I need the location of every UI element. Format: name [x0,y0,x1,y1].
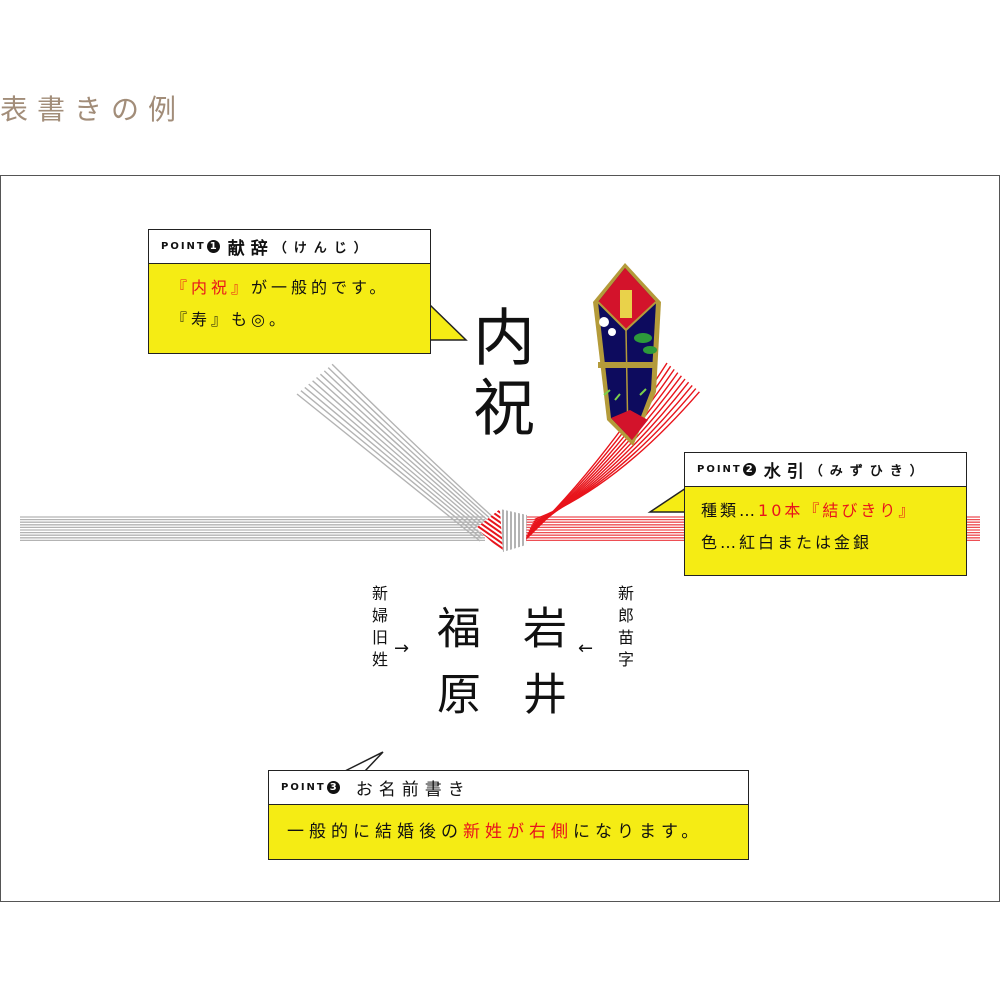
point2-reading: （みずひき） [809,464,930,479]
point-label: POINT [697,464,742,475]
point1-heading: 献辞 [227,239,274,259]
bride-label: 新婦旧姓 [369,585,388,673]
groom-name: 岩井 [515,605,566,737]
point-label: POINT [281,782,326,793]
gray-cord-curve [319,373,490,526]
point3-text-2: になります。 [573,822,704,842]
gray-cord-curve [312,380,487,532]
point2-heading: 水引 [763,462,810,482]
gray-cord-curve [308,383,485,534]
point1-reading: （けんじ） [273,241,374,256]
point3-text: 一般的に結婚後の [287,822,463,842]
point-number-badge: 3 [326,781,340,794]
mizuhiki-curved-cords [296,362,700,542]
arrow-right-icon: → [394,638,410,659]
kenji-text: 内祝 [462,305,535,445]
point1-highlight: 『内祝』 [171,278,252,297]
point1-text: が一般的です。 [251,278,390,297]
gray-cord-curve [304,386,484,537]
gray-cord-curve [300,390,482,539]
page-title: 表書きの例 [0,93,186,126]
bride-name: 福原 [429,605,480,737]
groom-label: 新郎苗字 [615,585,634,673]
gray-cord-curve [327,367,493,521]
point2-callout: POINT 2 水引 （みずひき） 種類…10本『結びきり』 色…紅白または金銀 [684,452,967,576]
point2-text-2: 色…紅白または金銀 [701,533,873,552]
point1-callout: POINT 1 献辞 （けんじ） 『内祝』が一般的です。 『寿』も◎。 [148,229,431,354]
gray-cord-curve [296,393,481,542]
gray-cord-curve [331,363,494,519]
gray-cord-curve [323,370,491,524]
point-label: POINT [161,241,206,252]
point1-header: POINT 1 献辞 （けんじ） [149,230,430,264]
point2-highlight: 10本『結びきり』 [758,501,918,520]
mizuhiki-knot [476,509,527,552]
point2-header: POINT 2 水引 （みずひき） [685,453,966,487]
point3-header: POINT 3 お名前書き [269,771,748,805]
point-number-badge: 1 [206,240,220,253]
gray-cord-curve [316,376,488,529]
point2-text: 種類… [701,501,759,520]
noshi-ornament [593,263,661,446]
red-cord-curve [534,391,700,521]
point3-highlight: 新姓が右側 [463,822,573,842]
point-number-badge: 2 [742,463,756,476]
point3-callout: POINT 3 お名前書き 一般的に結婚後の新姓が右側になります。 [268,770,749,860]
arrow-left-icon: ← [578,638,594,659]
point3-heading: お名前書き [355,780,471,800]
point1-text-2: 『寿』も◎。 [171,310,289,329]
